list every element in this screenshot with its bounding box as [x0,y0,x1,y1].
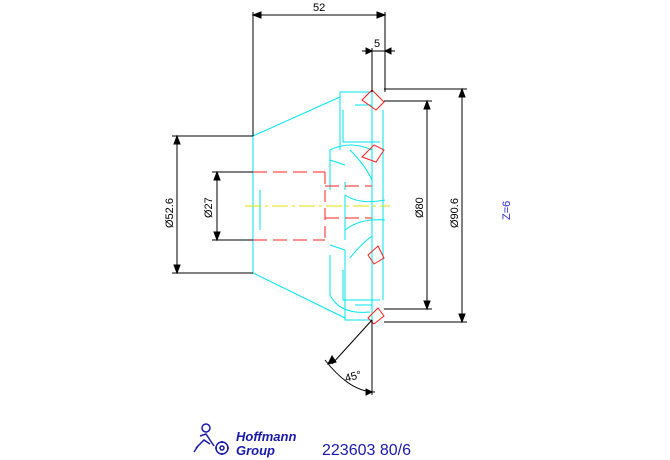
dim-bore-diameter: Ø27 [203,197,215,218]
dim-tooth-offset: 5 [374,38,380,50]
insert-top [361,89,385,111]
insert-upper-mid [361,144,385,163]
dim-chamfer-angle: 45° [344,369,363,385]
dim-shank-diameter: Ø52.6 [164,198,176,228]
logo-figure-icon [193,423,229,455]
dim-inner-diameter: Ø80 [414,197,426,218]
hoffmann-logo: Hoffmann Group [193,423,296,458]
dim-outer-diameter: Ø90.6 [449,198,461,228]
dimension-lines [172,11,467,396]
tool-body-outline [252,91,386,321]
logo-line1: Hoffmann [236,429,296,444]
insert-lower-mid [367,245,385,265]
part-label: 223603 80/6 [322,442,411,459]
logo-line2: Group [236,443,275,458]
tooth-count: Z=6 [501,201,513,220]
cutting-inserts [361,89,385,325]
dim-overall-length: 52 [313,2,325,14]
hidden-lines [253,171,372,241]
